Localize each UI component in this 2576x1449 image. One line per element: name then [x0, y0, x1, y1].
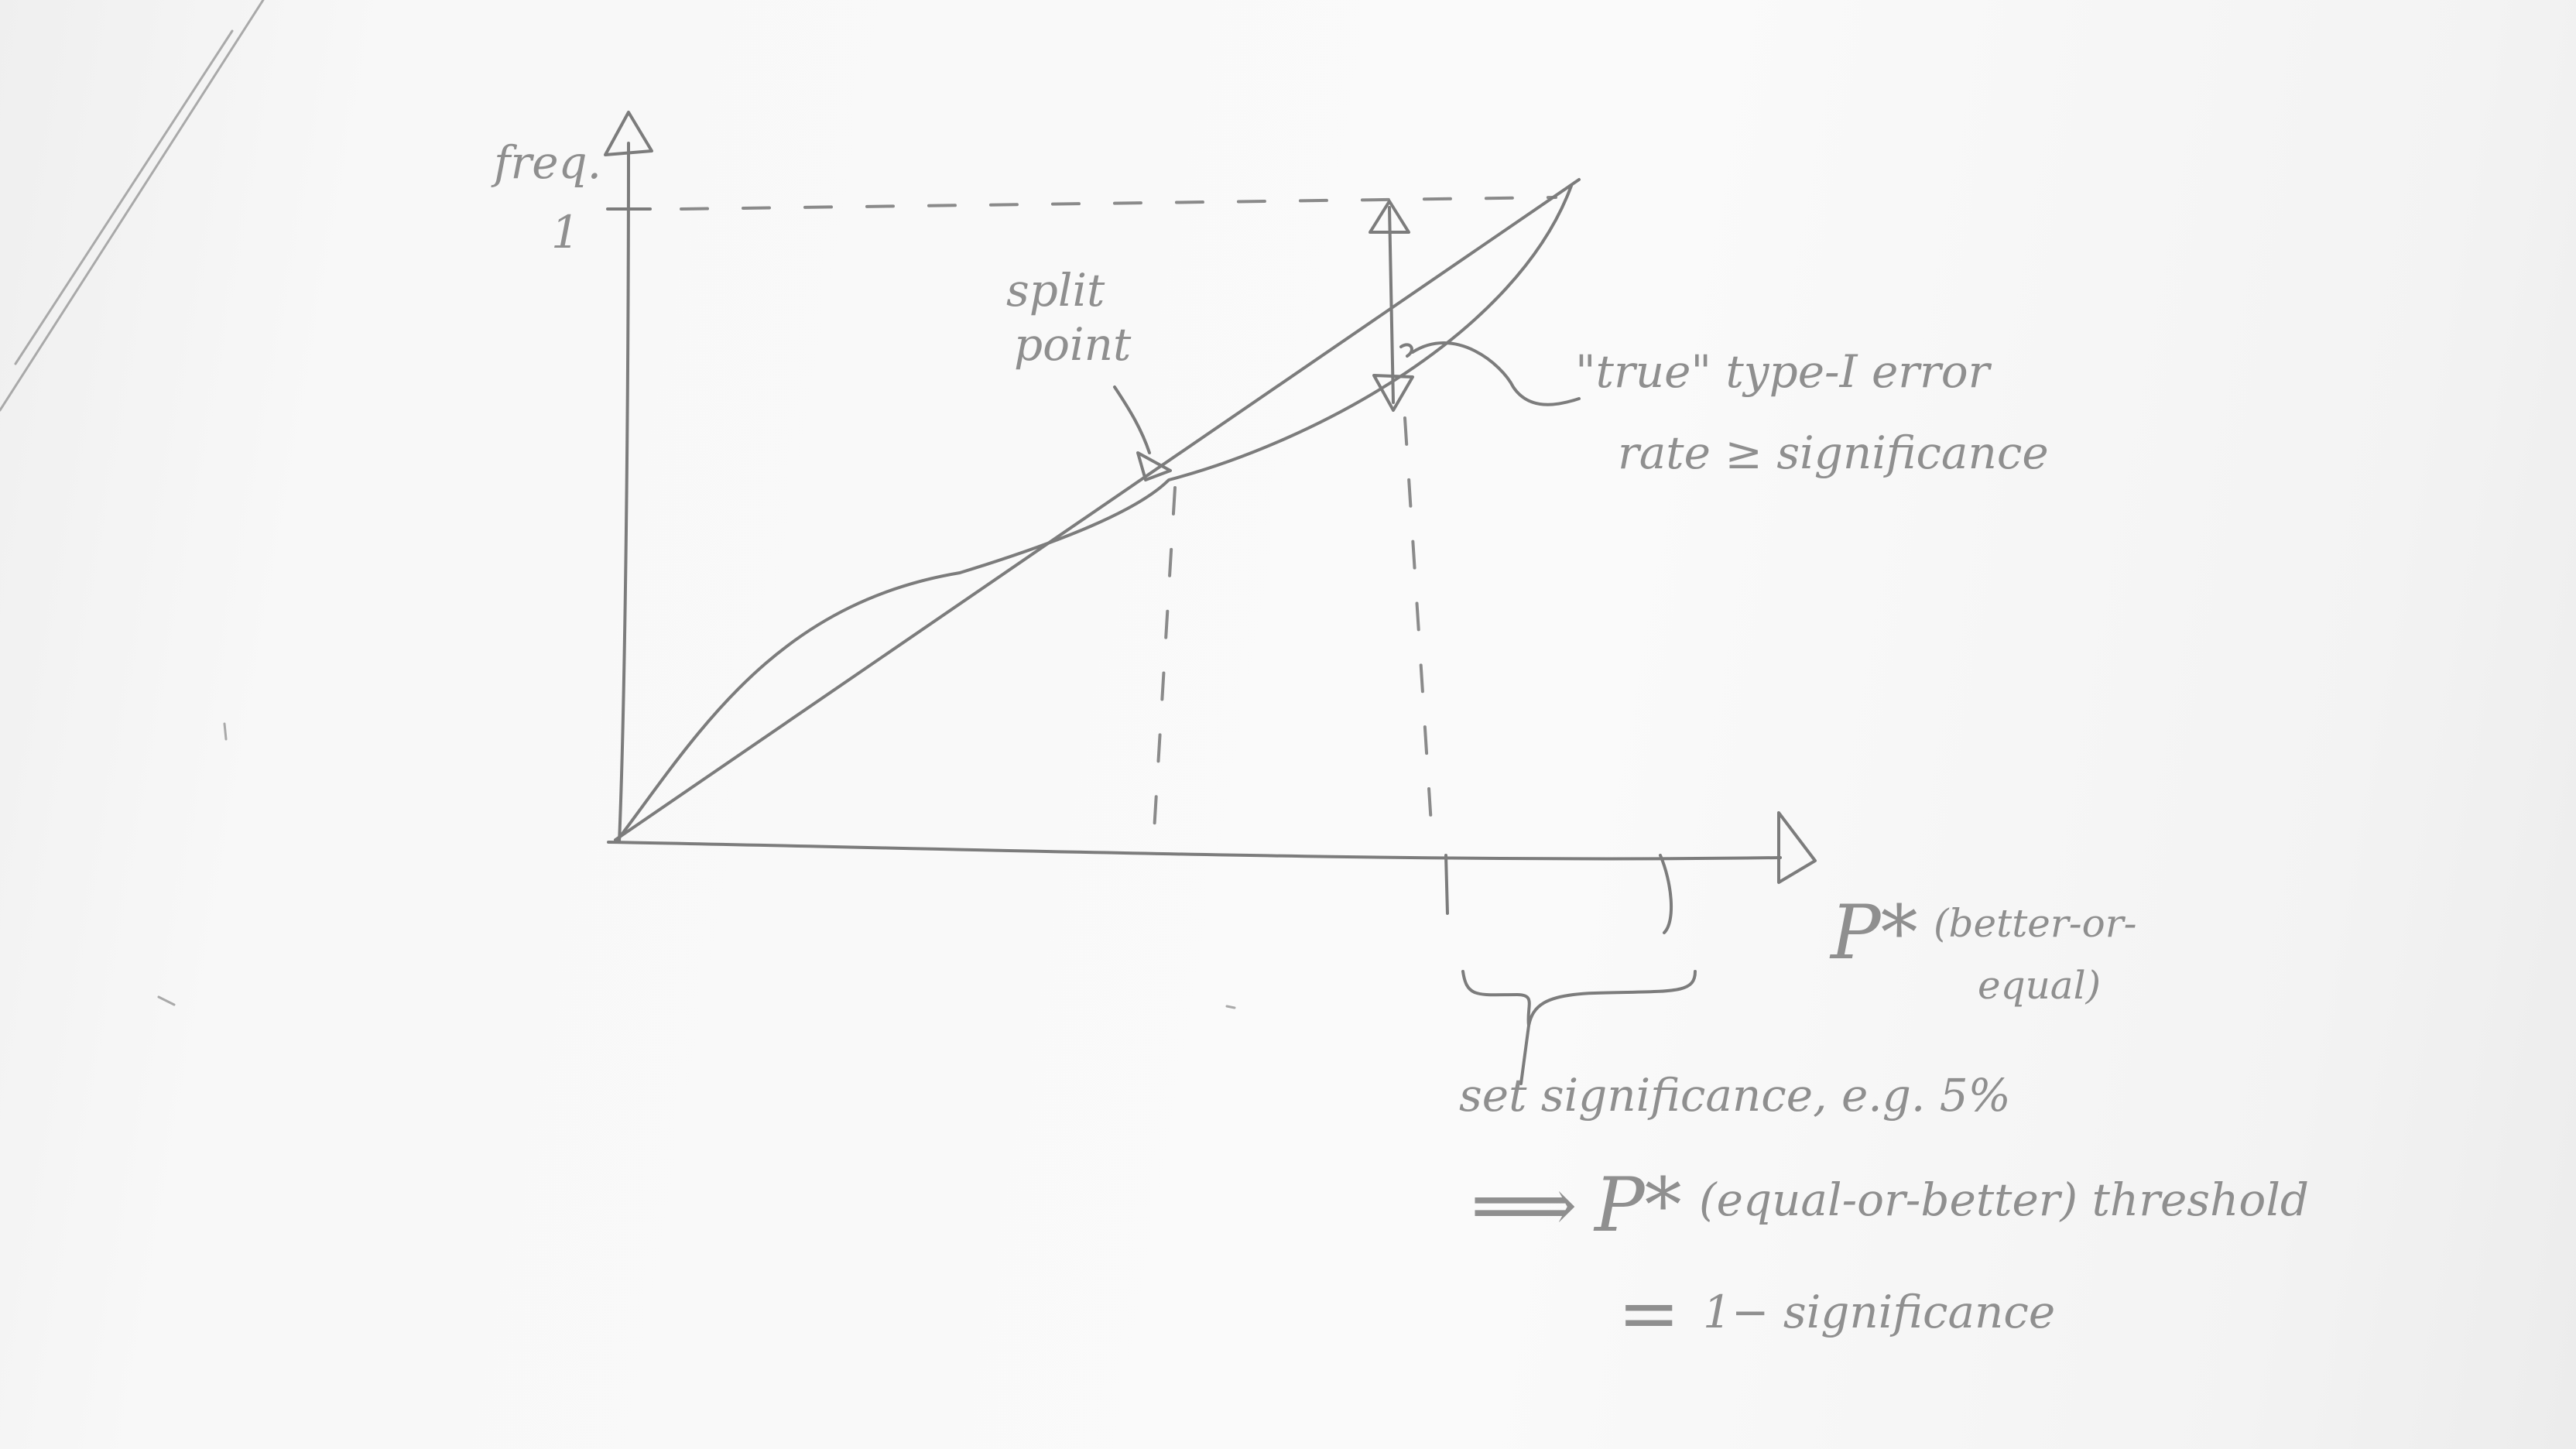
significance-tick-right [1659, 854, 1673, 934]
one-minus-significance: 1− significance [1703, 1286, 2055, 1338]
paper-mark [1225, 1005, 1236, 1009]
paper-edge-line [0, 0, 265, 412]
y-axis-label: freq. [491, 136, 601, 189]
implies-arrow: ⟹ [1471, 1162, 1577, 1249]
type1-label-line-2: rate ≥ significance [1618, 426, 2049, 479]
diagonal-line [614, 178, 1581, 841]
equals-sign: = [1618, 1270, 1680, 1357]
threshold-text: (equal-or-better) threshold [1699, 1173, 2309, 1226]
gap-marker-dot [1399, 343, 1413, 358]
paper-mark [157, 995, 176, 1006]
top-reference-dashed-line [680, 196, 1557, 211]
gap-double-arrow-shaft [1388, 206, 1395, 404]
split-point-arrow [1113, 385, 1151, 454]
split-label-line-1: split [1006, 264, 1105, 317]
y-axis [618, 142, 630, 844]
split-label-line-2: point [1014, 318, 1132, 371]
set-significance-text: set significance, e.g. 5% [1459, 1069, 2011, 1122]
x-axis-label-note-1: (better-or- [1934, 901, 2137, 946]
split-point-marker [1136, 451, 1172, 481]
gap-double-arrow-top [1368, 200, 1410, 234]
paper-edge-line-inner [14, 29, 234, 365]
significance-brace [1461, 970, 1697, 1027]
type1-callout-line [1411, 341, 1581, 406]
gap-point-dashed-line [1403, 416, 1434, 838]
type1-label-line-1: "true" type-I error [1575, 345, 1992, 398]
paper-mark [223, 722, 228, 741]
split-point-dashed-line [1152, 486, 1177, 845]
significance-tick-left [1444, 854, 1449, 915]
gap-double-arrow-bottom [1372, 374, 1414, 412]
curved-line [616, 184, 1573, 841]
x-axis-label: P* [1829, 889, 1918, 976]
threshold-p-star: P* [1593, 1162, 1682, 1249]
x-axis-arrowhead [1777, 811, 1817, 884]
y-axis-tick-label: 1 [551, 206, 580, 259]
significance-brace-stem [1519, 1024, 1530, 1085]
x-axis [607, 841, 1782, 861]
y-axis-arrowhead [604, 111, 653, 156]
x-axis-label-note-2: equal) [1978, 963, 2101, 1008]
